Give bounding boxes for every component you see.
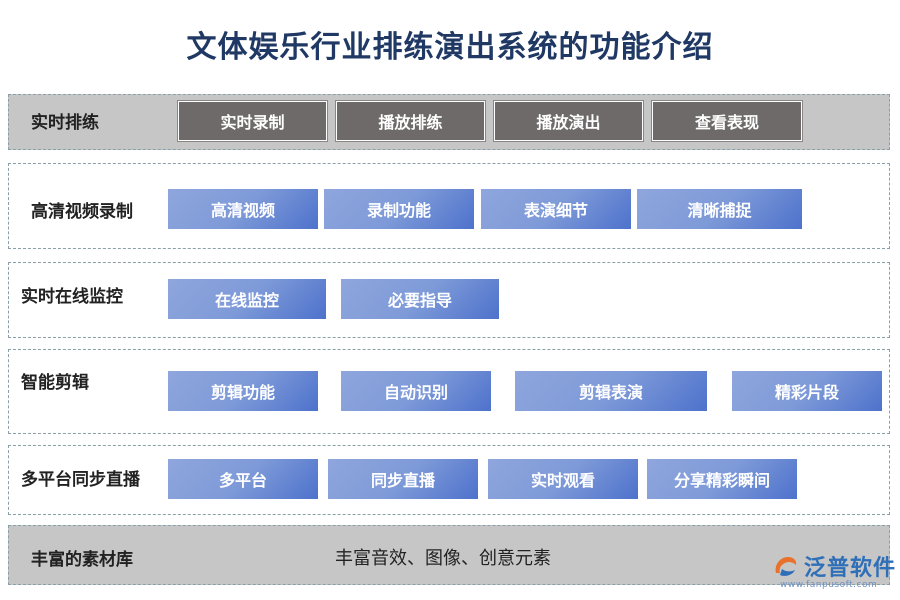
chip-edit-performance: 剪辑表演 (515, 371, 707, 411)
row-label: 高清视频录制 (31, 202, 133, 222)
chip-realtime-watch: 实时观看 (488, 459, 638, 499)
chip-record-function: 录制功能 (324, 189, 474, 229)
row-realtime-rehearsal: 实时排练 实时录制 播放排练 播放演出 查看表现 (8, 94, 890, 150)
row-material-library: 丰富的素材库 丰富音效、图像、创意元素 (8, 525, 890, 585)
fanpu-logo-icon (775, 557, 797, 576)
chip-view-performance: 查看表现 (652, 101, 802, 141)
row-multi-platform-live: 多平台同步直播 多平台 同步直播 实时观看 分享精彩瞬间 (8, 445, 890, 515)
logo-text: 泛普软件 (804, 556, 897, 581)
chip-clear-capture: 清晰捕捉 (637, 189, 802, 229)
row-online-monitoring: 实时在线监控 在线监控 必要指导 (8, 262, 890, 338)
chip-share-highlights: 分享精彩瞬间 (647, 459, 797, 499)
chip-play-rehearsal: 播放排练 (336, 101, 485, 141)
chip-performance-detail: 表演细节 (481, 189, 631, 229)
row-label: 丰富的素材库 (31, 550, 133, 570)
row-label: 多平台同步直播 (21, 470, 140, 490)
brand-logo: 泛普软件 (770, 550, 896, 582)
row-smart-editing: 智能剪辑 剪辑功能 自动识别 剪辑表演 精彩片段 (8, 349, 890, 434)
chip-edit-function: 剪辑功能 (168, 371, 318, 411)
row-hd-video-recording: 高清视频录制 高清视频 录制功能 表演细节 清晰捕捉 (8, 163, 890, 249)
chip-highlight-clips: 精彩片段 (732, 371, 882, 411)
row-label: 实时排练 (31, 113, 99, 133)
chip-sync-live: 同步直播 (328, 459, 478, 499)
row-label: 实时在线监控 (21, 287, 123, 307)
chip-realtime-record: 实时录制 (178, 101, 327, 141)
page-title: 文体娱乐行业排练演出系统的功能介绍 (186, 30, 714, 65)
logo-url: www.fanpusoft.com (780, 580, 878, 590)
material-library-text: 丰富音效、图像、创意元素 (335, 548, 551, 569)
chip-auto-recognition: 自动识别 (341, 371, 491, 411)
chip-hd-video: 高清视频 (168, 189, 318, 229)
chip-multi-platform: 多平台 (168, 459, 318, 499)
row-label: 智能剪辑 (21, 373, 89, 393)
chip-play-performance: 播放演出 (494, 101, 643, 141)
chip-online-monitor: 在线监控 (168, 279, 326, 319)
chip-necessary-guidance: 必要指导 (341, 279, 499, 319)
